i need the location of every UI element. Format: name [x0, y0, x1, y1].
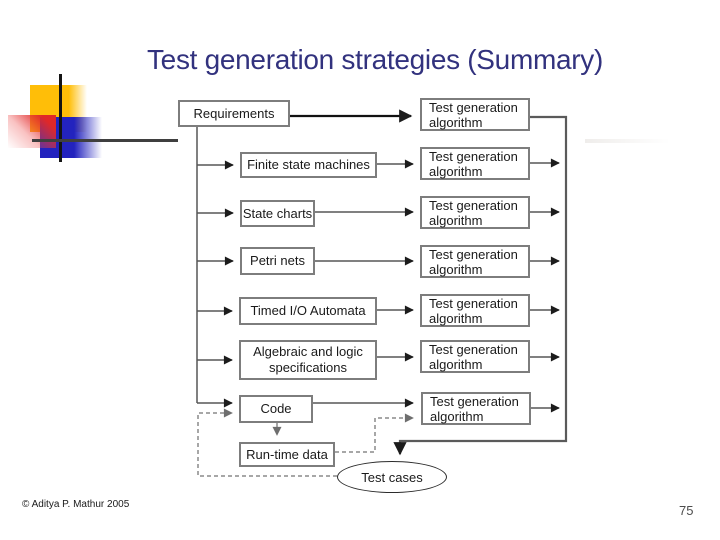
diagram-node-petri-nets: Petri nets — [240, 247, 315, 275]
page-number: 75 — [679, 503, 694, 518]
diagram-node-finite-state-machines: Finite state machines — [240, 152, 377, 178]
diagram-node-test-generation-algorithm-4: Test generation algorithm — [420, 245, 530, 278]
copyright-footer: © Aditya P. Mathur 2005 — [22, 499, 130, 510]
diagram-node-code: Code — [239, 395, 313, 423]
right-trunk-to-testcases — [393, 115, 568, 456]
decoration-faint-line — [585, 139, 670, 143]
slide-title: Test generation strategies (Summary) — [146, 44, 604, 75]
diagram-node-test-generation-algorithm-1: Test generation algorithm — [420, 98, 530, 131]
diagram-node-algebraic-logic-specifications: Algebraic and logic specifications — [239, 340, 377, 380]
solid-connectors — [196, 109, 568, 456]
diagram-node-test-generation-algorithm-2: Test generation algorithm — [420, 147, 530, 180]
diagram-node-test-generation-algorithm-7: Test generation algorithm — [421, 392, 531, 425]
diagram-node-test-generation-algorithm-6: Test generation algorithm — [420, 340, 530, 373]
diagram-node-run-time-data: Run-time data — [239, 442, 335, 467]
dashed-runtime-to-algorithm — [335, 413, 414, 453]
diagram-node-test-generation-algorithm-3: Test generation algorithm — [420, 196, 530, 229]
diagram-node-requirements: Requirements — [178, 100, 290, 127]
decoration-red-square — [8, 115, 56, 148]
diagram-node-test-cases: Test cases — [337, 461, 447, 493]
decoration-horizontal-line — [32, 139, 178, 142]
diagram-node-state-charts: State charts — [240, 200, 315, 227]
diagram-node-test-generation-algorithm-5: Test generation algorithm — [420, 294, 530, 327]
diagram-node-timed-io-automata: Timed I/O Automata — [239, 297, 377, 325]
decoration-vertical-line — [59, 74, 62, 162]
dashed-connectors — [197, 408, 414, 477]
dashed-testcases-to-code — [197, 408, 337, 477]
